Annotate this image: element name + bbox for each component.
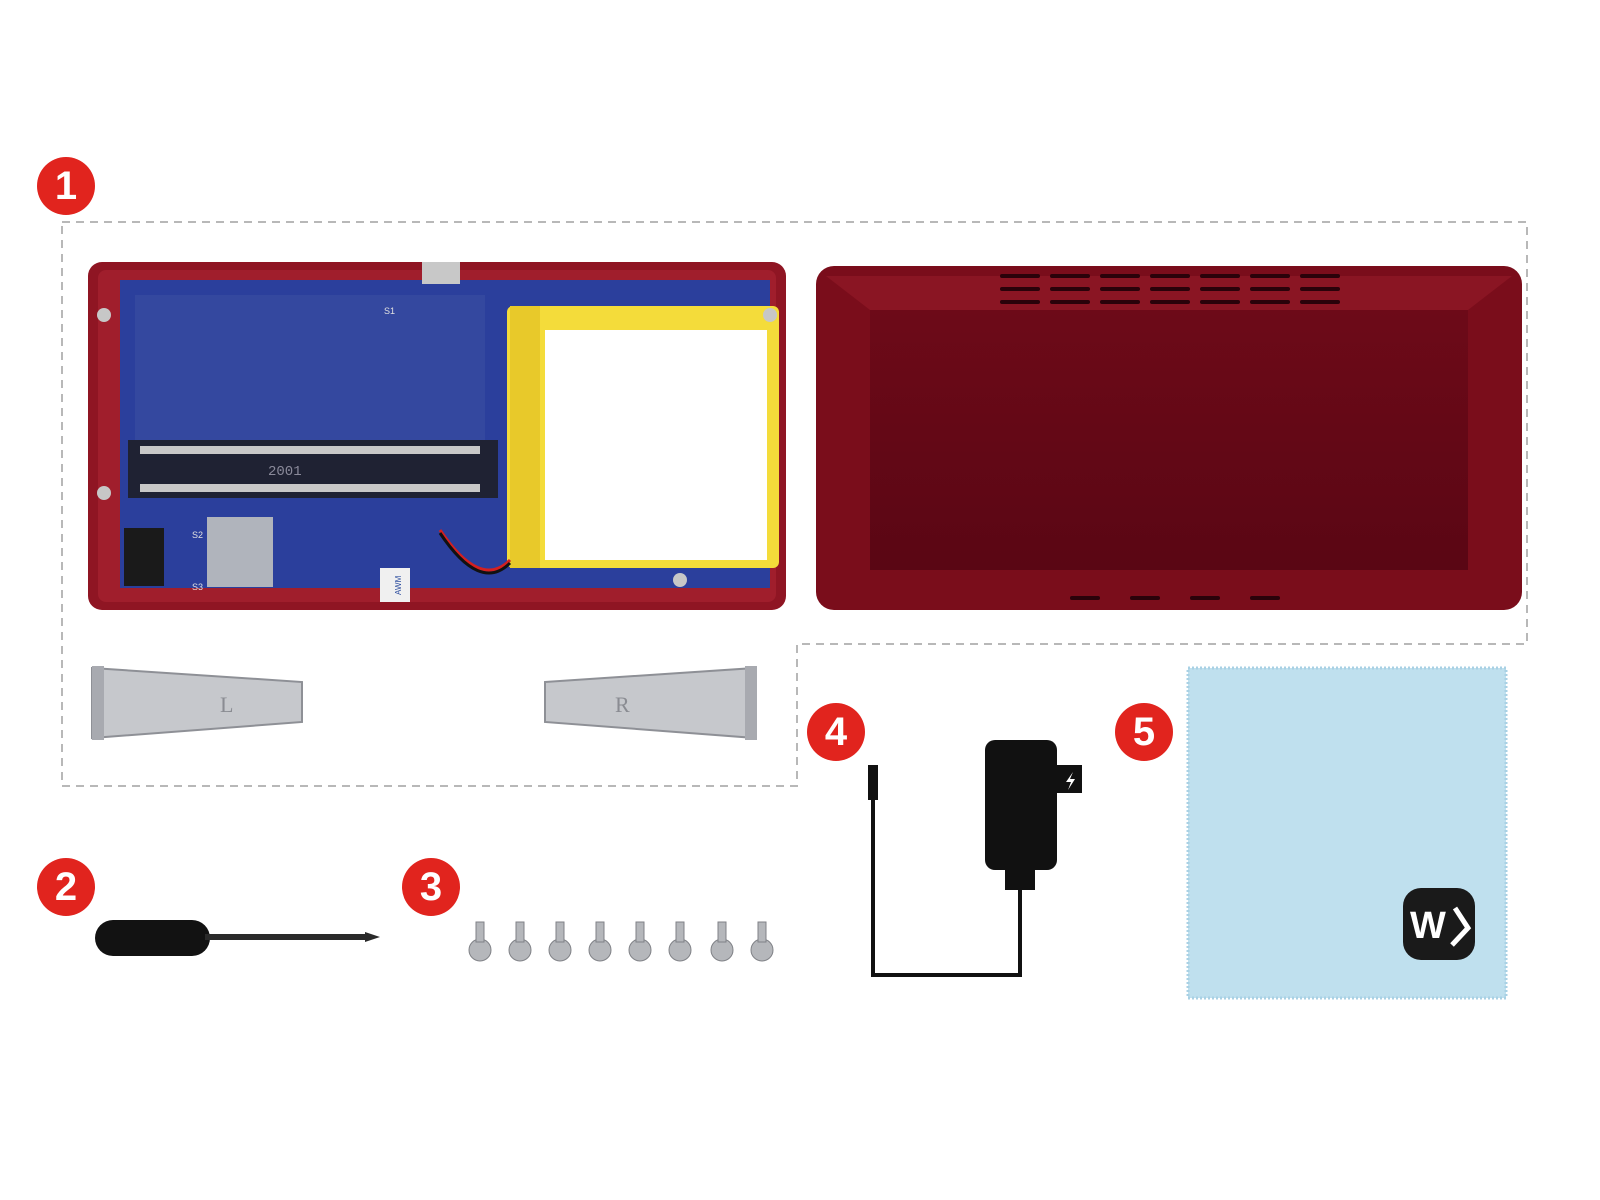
svg-text:L: L	[220, 692, 233, 717]
s3-label: S3	[192, 582, 203, 592]
badge-2: 2	[37, 858, 95, 916]
svg-text:R: R	[615, 692, 630, 717]
s1-label: S1	[384, 306, 395, 316]
screw	[548, 921, 572, 962]
screw	[468, 921, 492, 962]
svg-text:AWM: AWM	[394, 575, 403, 595]
screw	[588, 921, 612, 962]
audio-jack	[124, 528, 164, 586]
screw	[508, 921, 532, 962]
screw	[628, 921, 652, 962]
sd-card-slot	[207, 517, 273, 587]
s2-label: S2	[192, 530, 203, 540]
badge-1: 1	[37, 157, 95, 215]
dc-plug	[868, 765, 878, 800]
badge-5: 5	[1115, 703, 1173, 761]
chip-label: 2001	[268, 464, 302, 480]
adapter-body	[985, 740, 1057, 870]
clip-left: L	[91, 666, 303, 740]
badge-4: 4	[807, 703, 865, 761]
screw	[668, 921, 692, 962]
usb-port	[422, 262, 460, 284]
lightning-icon	[1066, 772, 1075, 790]
svg-text:W: W	[1410, 905, 1446, 947]
clip-right: R	[544, 666, 757, 740]
badge-3: 3	[402, 858, 460, 916]
screw	[750, 921, 774, 962]
screw	[710, 921, 734, 962]
ribbon-cable	[380, 568, 410, 602]
